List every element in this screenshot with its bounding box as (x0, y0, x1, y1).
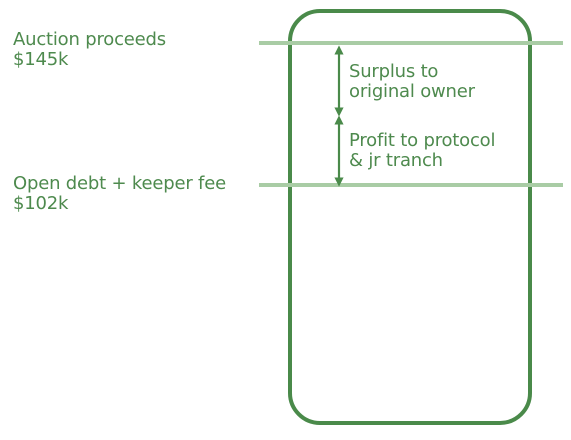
container-box (288, 9, 532, 425)
surplus-label-line1: Surplus to (349, 61, 439, 82)
open-debt-title: Open debt + keeper fee (13, 173, 226, 194)
auction-proceeds-value: $145k (13, 49, 69, 70)
surplus-label: Surplus to original owner (349, 62, 475, 102)
profit-label-line2: & jr tranch (349, 150, 443, 171)
auction-proceeds-title: Auction proceeds (13, 29, 166, 50)
open-debt-value: $102k (13, 193, 69, 214)
auction-proceeds-label: Auction proceeds $145k (13, 30, 166, 70)
profit-label: Profit to protocol & jr tranch (349, 131, 495, 171)
profit-label-line1: Profit to protocol (349, 130, 496, 151)
surplus-label-line2: original owner (349, 81, 475, 102)
open-debt-label: Open debt + keeper fee $102k (13, 174, 226, 214)
